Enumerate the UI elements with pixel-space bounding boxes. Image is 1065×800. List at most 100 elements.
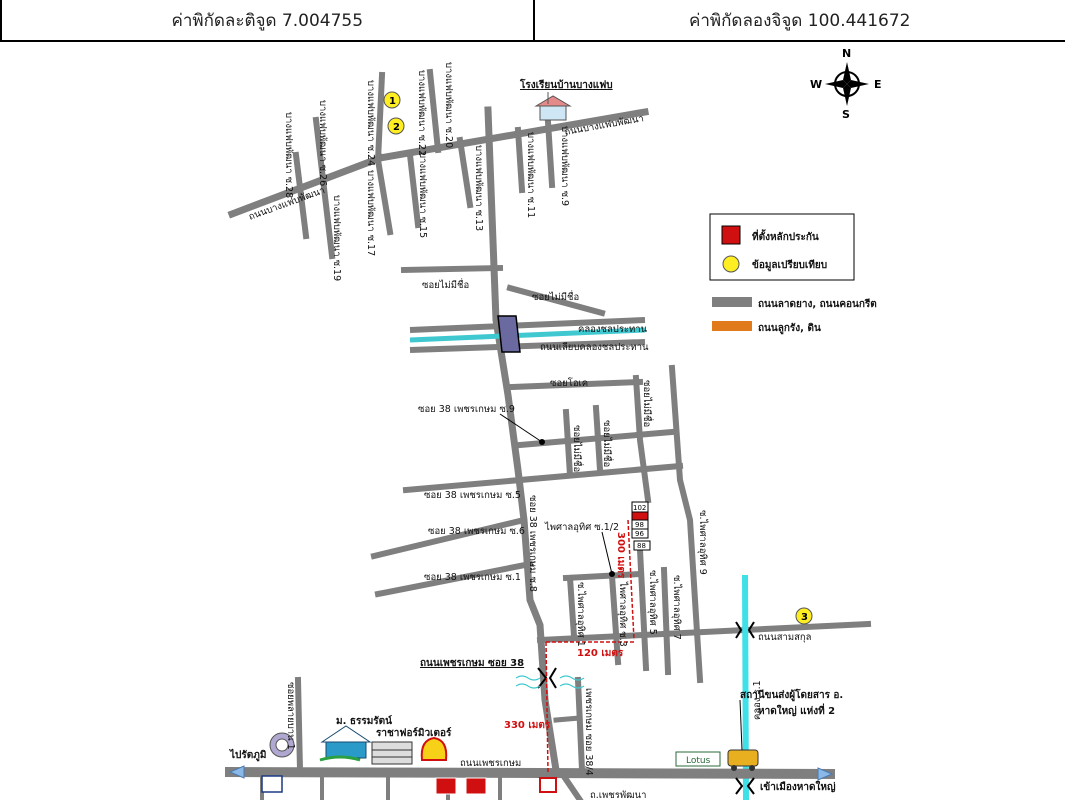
road-samsakul — [536, 620, 872, 644]
label-soi38-8: ซอย 38 เพชรเกษม ซ.8 — [527, 495, 538, 592]
road-soi22 — [426, 68, 442, 154]
compass-s: S — [842, 108, 850, 121]
road-network-middle — [370, 364, 872, 800]
label-soi-noname-1: ซอยไม่มีชื่อ — [422, 278, 469, 291]
house-box-96 — [631, 528, 649, 539]
label-bus-station2: หาดใหญ่ แห่งที่ 2 — [758, 703, 835, 717]
longitude-cell: ค่าพิกัดลองจิจูด 100.441672 — [689, 10, 911, 31]
legend-paved-label: ถนนลาดยาง, ถนนคอนกรีต — [758, 298, 877, 310]
dist-120-label: 120 เมตร — [577, 648, 624, 659]
label-soi15: บางแฟบพัฒนา ซ.15 — [417, 152, 428, 238]
leader-dot-soi38-9 — [539, 439, 545, 445]
coordinates-header: ค่าพิกัดละติจูด 7.004755 ค่าพิกัดลองจิจู… — [0, 0, 1065, 42]
dist-330-line — [545, 641, 549, 773]
road-soi24 — [374, 71, 386, 164]
mitsubishi-logo-icon — [465, 777, 487, 795]
house-box-88 — [633, 540, 651, 551]
phetkasem38-bridge — [537, 667, 557, 689]
school-icon — [534, 92, 572, 121]
label-ratcha-motor: ราชาฟอร์มิวเตอร์ — [376, 727, 452, 739]
road-phetkasem38-4-stub — [553, 715, 583, 723]
arrow-east-icon — [817, 767, 834, 781]
legend-laterite-label: ถนนลูกรัง, ดิน — [758, 322, 821, 335]
road-soi-noname-5 — [592, 404, 604, 474]
label-soi17: บางแฟบพัฒนา ซ.17 — [365, 170, 376, 256]
dist-300-line — [627, 519, 635, 641]
label-phai7: ซ.ไพศาลอุทิศ 7 — [671, 575, 683, 640]
canal-group: คลองชลประทาน ถนนเลียบคลองชลประทาน — [409, 315, 649, 353]
label-soi38-1: ซอย 38 เพชรเกษม ซ.1 — [424, 572, 521, 583]
label-tham-rat: ม. ธรรมรัตน์ — [336, 715, 392, 727]
arrow-west-icon — [228, 765, 245, 779]
bus-icon — [727, 749, 759, 771]
road-soi38-6 — [370, 516, 528, 560]
label-soi19: บางแฟบพัฒนา ซ.19 — [331, 195, 342, 281]
compass-e: E — [874, 78, 882, 91]
road-soi26 — [312, 116, 336, 260]
bus-leader-line — [739, 699, 743, 751]
building-icon — [371, 741, 413, 765]
road-bangfaeb-east — [375, 107, 650, 163]
label-phetphatthana: ถ.เพชรพัฒนา — [590, 790, 647, 800]
label-phetkasem38: ถนนเพชรเกษม ซอย 38 — [420, 658, 524, 669]
road-soi-ok — [508, 378, 644, 391]
house-88: 88 — [637, 542, 646, 550]
label-phai1: ซ.ไพศาลอุทิศ 1 — [575, 582, 587, 647]
canal-road-north — [409, 317, 646, 333]
toyota-logo-icon — [435, 777, 457, 795]
comparable-markers: 1 2 3 — [383, 91, 813, 625]
label-soi24: บางแฟบพัฒนา ซ.24 — [365, 80, 376, 166]
label-soi-noname-2: ซอยไม่มีชื่อ — [532, 290, 579, 303]
road-soi-noname-3 — [632, 374, 652, 504]
label-soi11: บางแฟบพัฒนา ซ.11 — [525, 132, 536, 218]
road-soi9 — [544, 118, 556, 189]
label-soi38-9: ซอย 38 เพชรเกษม ซ.9 — [418, 404, 515, 415]
label-to-pattani: ไปรัตภูมิ — [229, 748, 266, 762]
label-bus-station: สถานีขนส่งผู้โดยสาร อ. — [740, 688, 843, 702]
label-phai9: ซ.ไพศาลอุทิศ 9 — [697, 510, 709, 575]
house-icon — [319, 725, 372, 762]
label-phaiklao: ไพศาลอุทิศ ซ.1/2 — [544, 521, 619, 533]
label-soi26: บางแฟบพัฒนา ซ.26 — [317, 100, 328, 186]
dist-330-label: 330 เมตร — [504, 720, 551, 731]
marker-2 — [387, 117, 405, 135]
house-102: 102 — [633, 504, 646, 512]
label-soi28: บางแฟบพัฒนา ซ.28 — [283, 112, 294, 198]
canal-road-south — [409, 339, 646, 353]
shell-logo-icon — [420, 736, 448, 761]
road-soi11 — [514, 126, 526, 194]
marker-2-label: 2 — [393, 122, 400, 133]
road-phaiklao — [562, 570, 644, 582]
legend-comparable-label: ข้อมูลเปรียบเทียบ — [752, 259, 827, 272]
road-phai3 — [608, 572, 622, 666]
label-klong-r1: คลอง ร.1 — [752, 680, 763, 720]
legend-site-swatch — [721, 225, 741, 245]
legend-paved-swatch — [712, 297, 752, 307]
label-to-hatyai: เข้าเมืองหาดใหญ่ — [760, 780, 836, 793]
road-phetkasem38-4 — [574, 676, 586, 774]
road-phai7 — [660, 566, 672, 676]
label-soi22: บางแฟบพัฒนา ซ.22 — [416, 70, 427, 156]
label-soi9: บางแฟบพัฒนา ซ.9 — [559, 126, 570, 206]
compass-n: N — [842, 47, 851, 60]
water-waves-west — [515, 675, 541, 689]
road-bangfaeb-west — [227, 153, 385, 219]
samsakul-bridge — [735, 621, 755, 639]
label-soi38-6: ซอย 38 เพชรเกษม ซ.6 — [428, 526, 525, 537]
leader-soi38-9 — [499, 413, 543, 443]
water-waves-east — [559, 675, 585, 689]
label-phai3: ไพศาลอุทิศ ซ.3 — [617, 581, 629, 647]
label-soi38-5: ซอย 38 เพชรเกษม ซ.5 — [424, 490, 521, 501]
house-96: 96 — [635, 530, 644, 538]
latitude-cell: ค่าพิกัดละติจูด 7.004755 — [0, 0, 535, 40]
temple-icon — [269, 732, 295, 758]
label-samsakul: ถนนสามสกุล — [758, 632, 812, 643]
canal-bridge — [497, 315, 521, 353]
road-soi-noname-4 — [562, 408, 574, 479]
road-phetkasem — [224, 766, 836, 780]
label-phetkasem38-4: เพชรเกษม ซอย 38/4 — [583, 688, 594, 776]
road-soi-noname-1 — [400, 264, 504, 274]
road-soi28 — [292, 151, 310, 240]
phetkasem-bridge — [735, 777, 755, 795]
